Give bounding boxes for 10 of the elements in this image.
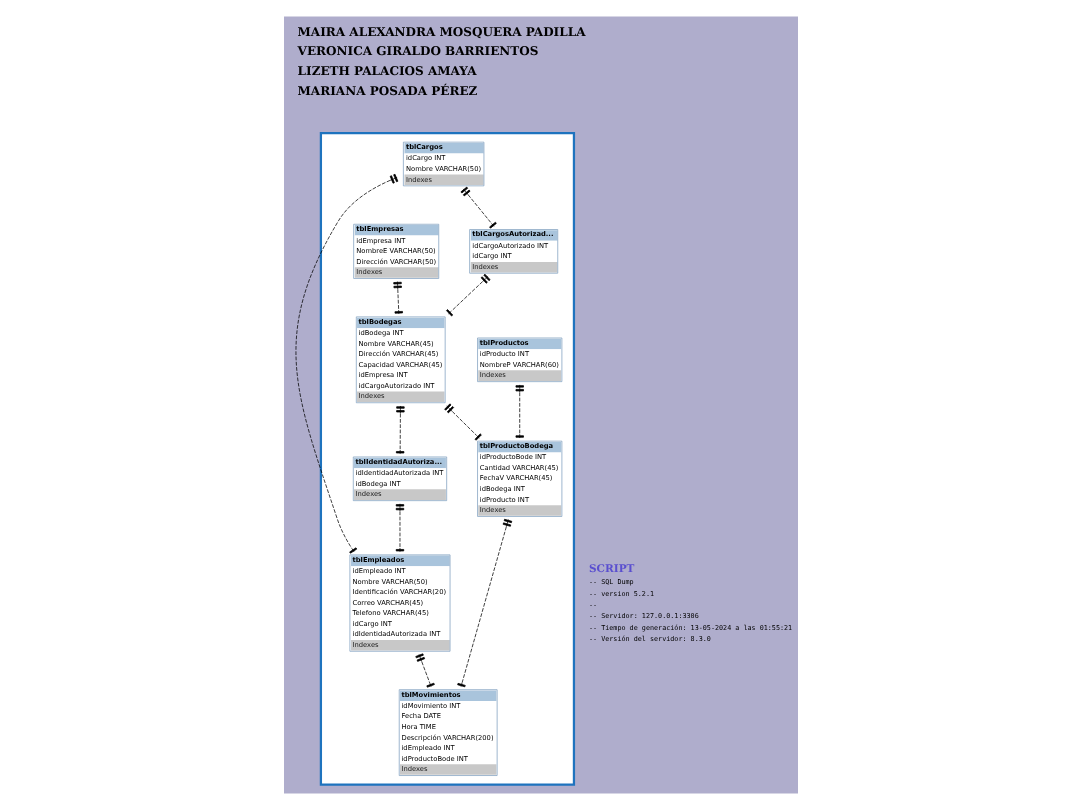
connector bbox=[294, 173, 398, 554]
connector bbox=[443, 403, 481, 441]
connector bbox=[459, 186, 496, 229]
cluster bbox=[318, 132, 575, 786]
connector bbox=[395, 405, 404, 455]
connector bbox=[445, 273, 490, 317]
connector bbox=[392, 281, 402, 315]
connector bbox=[414, 653, 434, 688]
connector bbox=[514, 384, 523, 439]
connector bbox=[456, 518, 512, 688]
